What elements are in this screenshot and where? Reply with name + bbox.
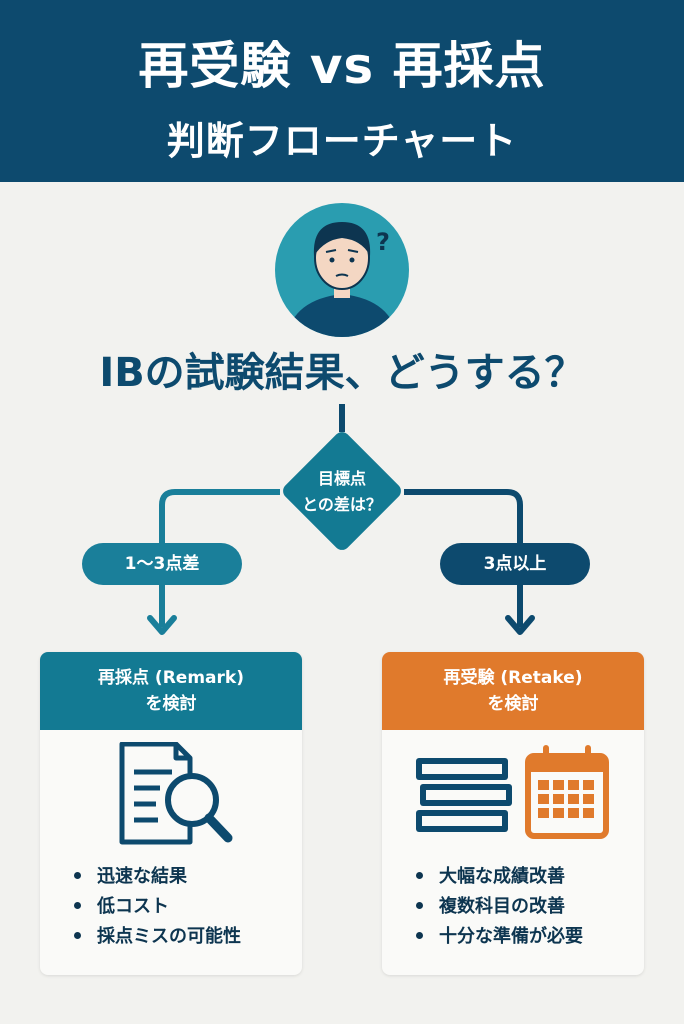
decision-text: 目標点 との差は？ [302, 469, 382, 514]
remark-bullet-list: 迅速な結果 低コスト 採点ミスの可能性 [74, 862, 241, 952]
main-question: IBの試験結果、どうする？ [99, 350, 585, 396]
confused-person-icon: ? [275, 203, 409, 337]
list-item: 低コスト [74, 892, 241, 922]
remark-card: 再採点 (Remark) を検討 迅速な結果 低コスト 採点ミスの可能性 [40, 652, 302, 975]
retake-bullet-list: 大幅な成績改善 複数科目の改善 十分な準備が必要 [416, 862, 583, 952]
branch-label-large-gap: 3点以上 [440, 543, 590, 585]
flowchart-graphics: ? [147, 203, 535, 635]
page-title: 再受験 vs 再採点 [138, 37, 546, 95]
decision-diamond [283, 432, 401, 550]
books-icon [416, 758, 512, 832]
list-item: 採点ミスの可能性 [74, 922, 241, 952]
header-banner: 再受験 vs 再採点 判断フローチャート [0, 0, 684, 182]
books-calendar-icon [416, 745, 609, 839]
list-item: 迅速な結果 [74, 862, 241, 892]
document-search-icon [119, 742, 233, 845]
retake-card: 再受験 (Retake) を検討 [382, 652, 644, 975]
list-item: 複数科目の改善 [416, 892, 583, 922]
calendar-icon [525, 745, 609, 839]
retake-card-header: 再受験 (Retake) を検討 [382, 652, 644, 730]
list-item: 十分な準備が必要 [416, 922, 583, 952]
svg-text:?: ? [376, 228, 390, 256]
remark-card-header: 再採点 (Remark) を検討 [40, 652, 302, 730]
page-subtitle: 判断フローチャート [166, 119, 518, 163]
branch-label-small-gap: 1〜3点差 [82, 543, 242, 585]
list-item: 大幅な成績改善 [416, 862, 583, 892]
